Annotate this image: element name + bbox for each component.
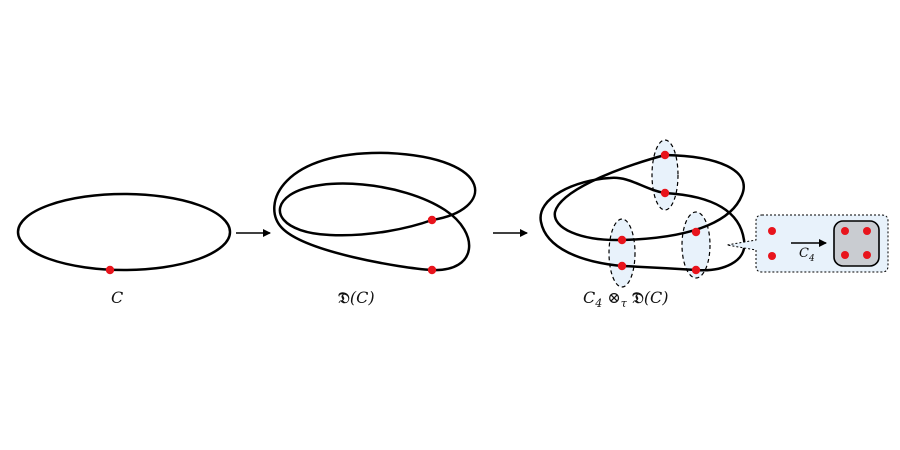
- label-c: C: [111, 288, 123, 307]
- loop-c-curve: [16, 192, 232, 272]
- double-cover-dot-lower: [427, 265, 437, 275]
- fibre-ellipse-left: [608, 218, 636, 288]
- label-tensor-op-sub: τ: [620, 297, 627, 310]
- label-tensor-sub: 4: [595, 297, 603, 310]
- label-callout-base: C: [799, 246, 809, 261]
- callout-square-dot-tl: [841, 227, 849, 235]
- label-double-cover-frak: 𝔇: [338, 288, 350, 307]
- label-tensor-cover: C4 ⊗τ 𝔇(C): [583, 288, 669, 310]
- fibre-ellipse-top: [651, 139, 679, 211]
- tensor-cover-curve-inner: [539, 176, 746, 272]
- label-callout-sub: 4: [808, 254, 815, 264]
- label-tensor-arg: (C): [643, 288, 669, 307]
- tensor-cover-curve-outer: [553, 153, 745, 242]
- label-c-text: C: [111, 288, 124, 307]
- callout-square-dot-bl: [841, 251, 849, 259]
- callout-dot-left-top: [768, 227, 776, 235]
- label-double-cover-arg: (C): [349, 288, 375, 307]
- fibre-dot-left-upper: [617, 235, 627, 245]
- label-tensor-base: C: [583, 288, 596, 307]
- callout-square-dot-tr: [863, 227, 871, 235]
- label-callout: C4: [799, 246, 815, 264]
- callout-square: [833, 220, 880, 267]
- tensor-cover: [539, 139, 746, 288]
- callout: [726, 214, 889, 273]
- double-cover-curve: [273, 151, 477, 272]
- loop-c: [16, 192, 232, 275]
- fibre-dot-left-lower: [617, 261, 627, 271]
- label-double-cover: 𝔇(C): [338, 288, 375, 308]
- fibre-dot-right-upper: [691, 227, 701, 237]
- fibre-dot-top-lower: [660, 188, 670, 198]
- fibre-dot-right-lower: [691, 265, 701, 275]
- loop-c-dot: [105, 265, 115, 275]
- fibre-dot-top-upper: [660, 150, 670, 160]
- callout-dot-left-bottom: [768, 252, 776, 260]
- label-tensor-op: ⊗: [607, 288, 621, 307]
- double-cover-dot-upper: [427, 215, 437, 225]
- label-tensor-frak: 𝔇: [631, 288, 644, 307]
- double-cover: [273, 151, 477, 275]
- callout-square-dot-br: [863, 251, 871, 259]
